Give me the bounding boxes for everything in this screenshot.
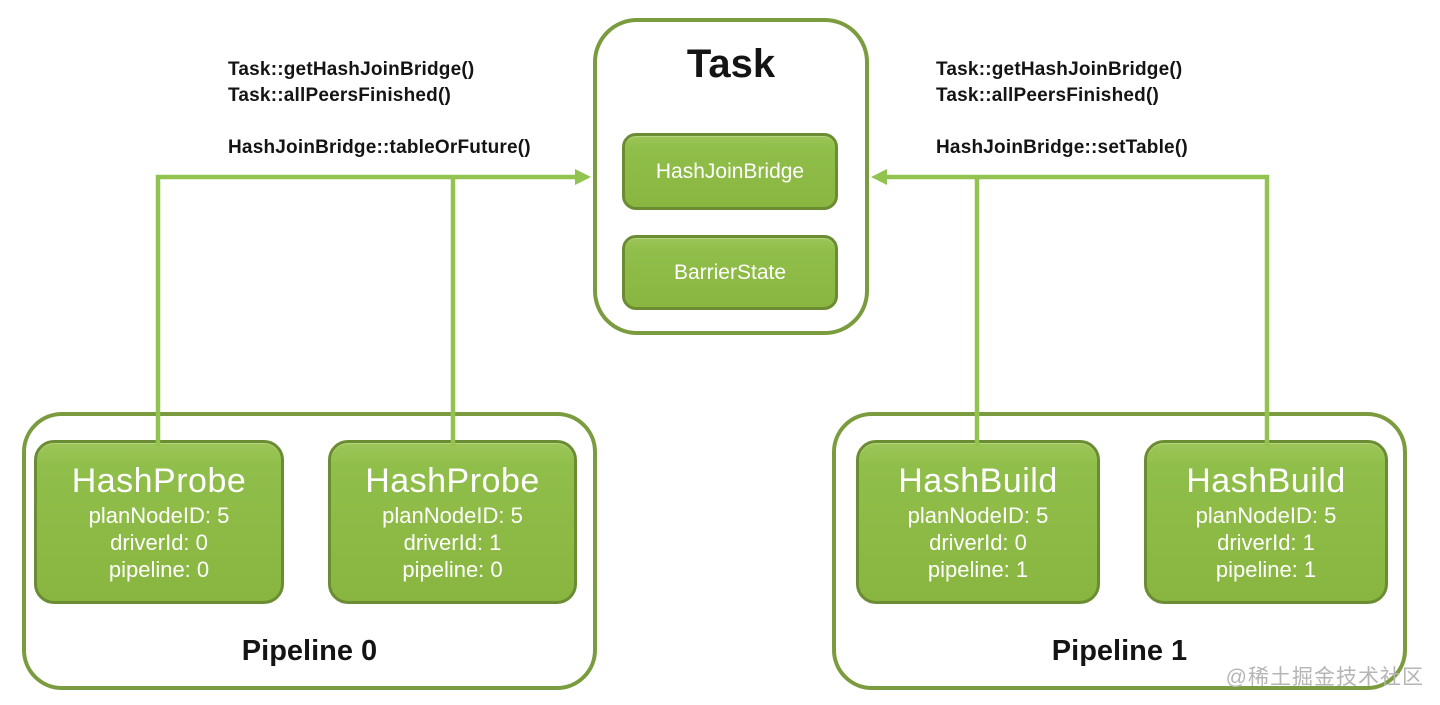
left-annotation-table-or-future: HashJoinBridge::tableOrFuture() bbox=[228, 137, 531, 158]
operator-title: HashProbe bbox=[365, 462, 540, 500]
barrier-state-label: BarrierState bbox=[673, 260, 787, 284]
pipeline-1-label: Pipeline 1 bbox=[1051, 635, 1188, 667]
hash-join-bridge-node: HashJoinBridge bbox=[622, 133, 838, 210]
left-connector-line bbox=[155, 174, 578, 446]
operator-pipeline-id: pipeline: 0 bbox=[108, 557, 210, 582]
operator-pipeline-id: pipeline: 1 bbox=[927, 557, 1029, 582]
left-annotation-get-hash-join-bridge: Task::getHashJoinBridge() bbox=[228, 59, 475, 80]
operator-driver-id: driverId: 1 bbox=[403, 530, 502, 555]
right-annotation-get-hash-join-bridge: Task::getHashJoinBridge() bbox=[936, 59, 1183, 80]
right-arrowhead-icon bbox=[871, 169, 887, 185]
right-annotation-all-peers-finished: Task::allPeersFinished() bbox=[936, 85, 1160, 106]
operator-plan-node-id: planNodeID: 5 bbox=[1195, 503, 1337, 528]
left-arrowhead-icon bbox=[575, 169, 591, 185]
hash-build-node-driver-0: HashBuild planNodeID: 5 driverId: 0 pipe… bbox=[856, 440, 1100, 604]
operator-plan-node-id: planNodeID: 5 bbox=[907, 503, 1049, 528]
operator-title: HashProbe bbox=[71, 462, 247, 500]
hash-probe-node-driver-1: HashProbe planNodeID: 5 driverId: 1 pipe… bbox=[328, 440, 577, 604]
operator-title: HashBuild bbox=[1186, 462, 1346, 500]
operator-title: HashBuild bbox=[898, 462, 1058, 500]
operator-driver-id: driverId: 0 bbox=[110, 530, 208, 555]
operator-driver-id: driverId: 1 bbox=[1217, 530, 1315, 555]
pipeline-0-label: Pipeline 0 bbox=[241, 635, 378, 667]
task-title: Task bbox=[686, 42, 776, 86]
operator-pipeline-id: pipeline: 1 bbox=[1215, 557, 1317, 582]
hash-build-node-driver-1: HashBuild planNodeID: 5 driverId: 1 pipe… bbox=[1144, 440, 1388, 604]
operator-driver-id: driverId: 0 bbox=[929, 530, 1027, 555]
task-container: Task HashJoinBridge BarrierState bbox=[593, 18, 869, 335]
operator-pipeline-id: pipeline: 0 bbox=[402, 557, 503, 582]
pipeline-1-container: HashBuild planNodeID: 5 driverId: 0 pipe… bbox=[832, 412, 1407, 690]
barrier-state-node: BarrierState bbox=[622, 235, 838, 310]
hash-join-bridge-label: HashJoinBridge bbox=[655, 159, 805, 183]
right-annotation-set-table: HashJoinBridge::setTable() bbox=[936, 137, 1188, 158]
left-annotation-all-peers-finished: Task::allPeersFinished() bbox=[228, 85, 452, 106]
operator-plan-node-id: planNodeID: 5 bbox=[88, 503, 230, 528]
operator-plan-node-id: planNodeID: 5 bbox=[382, 503, 523, 528]
watermark-text: @稀土掘金技术社区 bbox=[1225, 666, 1424, 689]
right-connector-line bbox=[884, 174, 1270, 446]
hash-probe-node-driver-0: HashProbe planNodeID: 5 driverId: 0 pipe… bbox=[34, 440, 284, 604]
pipeline-0-container: HashProbe planNodeID: 5 driverId: 0 pipe… bbox=[22, 412, 597, 690]
